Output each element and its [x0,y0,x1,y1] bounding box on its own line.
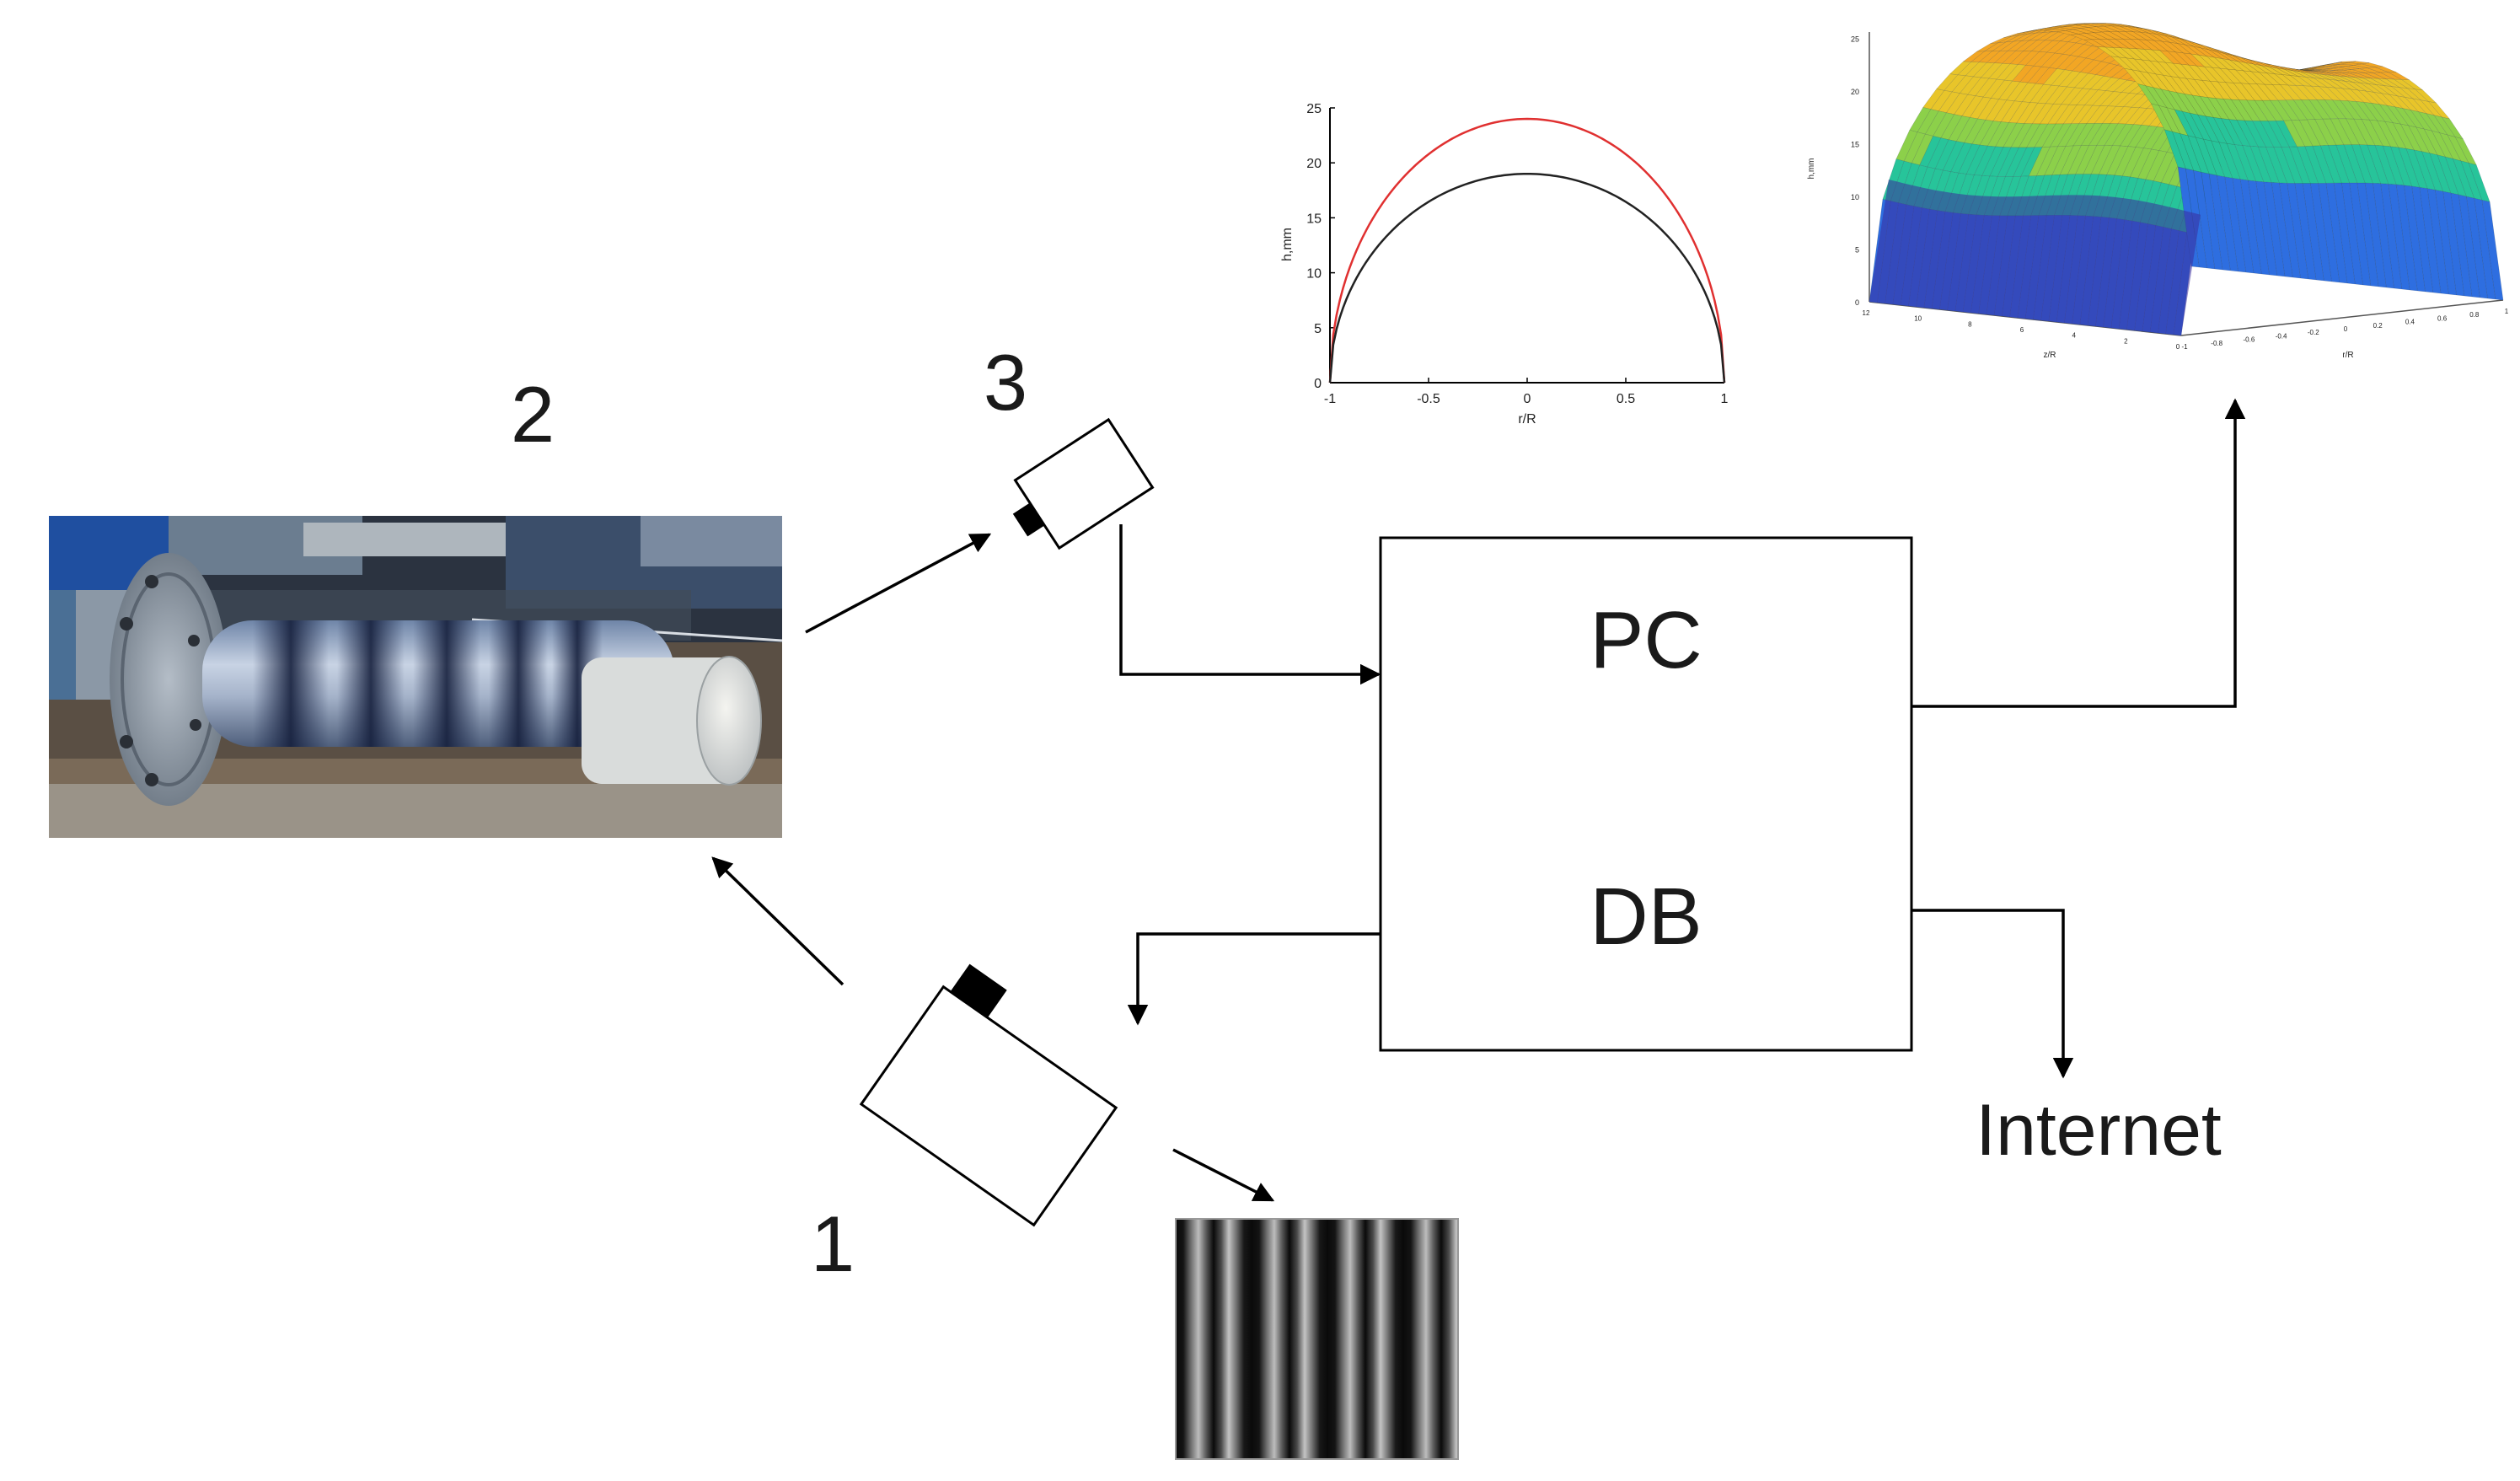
surface-x-tick-label: 0.2 [2373,322,2383,330]
surface-skirt [1869,180,2201,335]
surface-depth-tick-label: 4 [2072,332,2076,340]
surface-x-tick-label: 0.8 [2469,311,2480,319]
y-tick-label: 20 [1306,157,1322,171]
profile-series-1 [1330,119,1724,383]
surface-x-tick-label: 0.4 [2405,319,2415,326]
surface-depth-tick-label: 8 [1968,320,1972,328]
camera [998,420,1152,559]
y-tick-label: 5 [1314,322,1322,336]
projector-number-label: 1 [811,1199,855,1288]
surface-depth-tick-label: 6 [2020,326,2024,334]
y-axis-label: h,mm [1280,228,1295,261]
z-tick-label: 0 [1855,298,1859,307]
arrow-camera-to-pc [1121,524,1379,674]
z-tick-label: 20 [1851,88,1859,96]
arrow-projector-to-fringes [1173,1150,1273,1200]
x-axis-label: r/R [1518,412,1536,427]
x-tick-label: 0 [1524,392,1531,406]
fringe-pattern [1176,1219,1458,1459]
arrow-projector-to-object [713,858,843,985]
surface-depth-tick-label: 12 [1863,309,1870,317]
z-tick-label: 25 [1851,35,1859,44]
surface-x-tick-label: 1 [2505,308,2509,315]
projector [861,959,1135,1225]
z-tick-label: 5 [1855,246,1859,255]
surface-x-axis-label: r/R [2342,351,2353,360]
arrow-db-to-internet [1911,910,2063,1076]
y-tick-label: 15 [1306,212,1322,226]
surface-x-tick-label: 0 [2344,325,2348,333]
surface-depth-tick-label: 2 [2124,337,2128,345]
surface-x-tick-label: -1 [2181,343,2188,351]
x-tick-label: 1 [1721,392,1729,406]
x-tick-label: -1 [1324,392,1336,406]
arrow-pc-to-results [1911,400,2235,706]
y-tick-label: 0 [1314,377,1322,391]
camera-number-label: 3 [984,338,1027,427]
z-tick-label: 10 [1851,193,1859,201]
object-number-label: 2 [511,370,555,459]
surface-depth-axis-label: z/R [2044,351,2056,360]
surface-x-tick-label: 0.6 [2437,314,2448,322]
internet-label: Internet [1976,1090,2222,1171]
surface-x-tick-label: -0.2 [2308,329,2319,336]
z-axis-label: h,mm [1807,158,1816,180]
object-photo [49,516,782,838]
pc-label: PC [1590,595,1702,685]
profile-series-2 [1330,174,1724,383]
surface-x-tick-label: -0.8 [2211,340,2222,347]
x-tick-label: 0.5 [1617,392,1635,406]
surface-depth-tick-label: 0 [2176,343,2180,351]
surface-depth-tick-label: 10 [1914,315,1922,323]
db-label: DB [1590,872,1702,962]
y-tick-label: 10 [1306,267,1322,282]
surface-x-tick-label: -0.6 [2244,336,2255,344]
z-tick-label: 15 [1851,141,1859,149]
arrow-object-to-camera [806,534,989,632]
x-tick-label: -0.5 [1417,392,1440,406]
surface-x-tick-label: -0.4 [2276,332,2287,340]
y-tick-label: 25 [1306,102,1322,116]
arrow-pc-to-projector [1138,934,1381,1023]
